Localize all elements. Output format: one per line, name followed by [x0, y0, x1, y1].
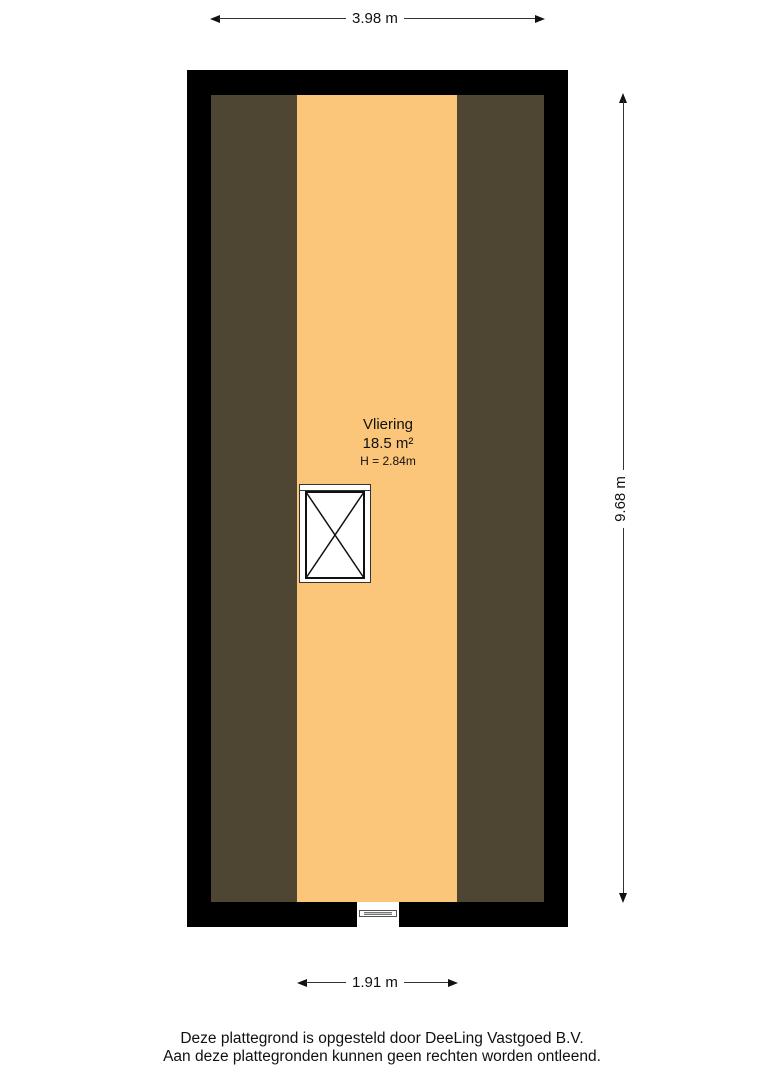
window-glass-icon [364, 912, 392, 915]
arrow-right-icon [448, 979, 458, 987]
arrow-left-icon [297, 979, 307, 987]
arrow-down-icon [619, 893, 627, 903]
dimension-label-right: 9.68 m [611, 470, 630, 528]
footer-line-2: Aan deze plattegronden kunnen geen recht… [163, 1048, 601, 1065]
dimension-label-top: 3.98 m [346, 10, 404, 28]
arrow-right-icon [535, 15, 545, 23]
arrow-left-icon [210, 15, 220, 23]
dimension-label-bottom: 1.91 m [346, 974, 404, 992]
footer-line-1: Deze plattegrond is opgesteld door DeeLi… [180, 1030, 584, 1047]
room-area: 18.5 m² [362, 435, 414, 452]
arrow-up-icon [619, 93, 627, 103]
low-ceiling-zone-left [211, 95, 297, 902]
room-name: Vliering [362, 416, 414, 433]
roof-hatch-icon [299, 484, 371, 583]
hatch-cross-icon [305, 491, 365, 579]
hatch-frame-top [300, 485, 370, 491]
room-height: H = 2.84m [360, 454, 416, 468]
low-ceiling-zone-right [457, 95, 544, 902]
